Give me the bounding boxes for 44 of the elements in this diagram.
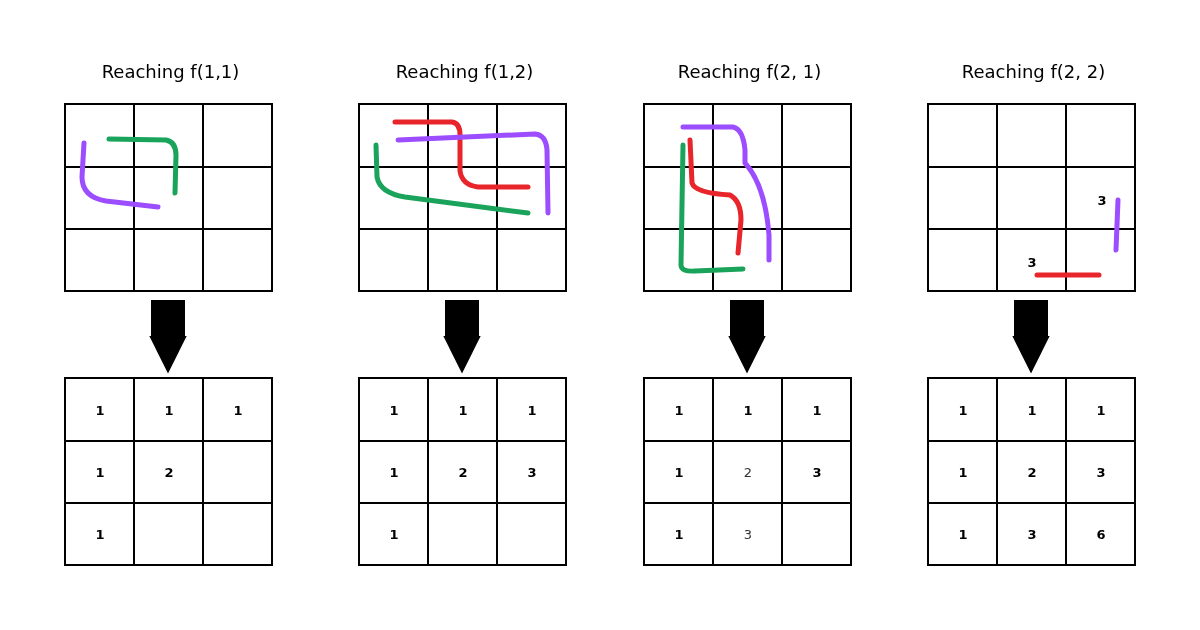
cell-value: 2	[458, 464, 468, 480]
cell-value: 3	[1096, 464, 1106, 480]
cell-value: 1	[389, 526, 399, 542]
cell-value: 1	[164, 402, 174, 418]
cell-value: 3	[1027, 526, 1037, 542]
cell-value: 2	[1027, 464, 1037, 480]
panel-title: Reaching f(2, 2)	[960, 61, 1107, 82]
cell-value: 1	[389, 464, 399, 480]
panel-title: Reaching f(1,2)	[394, 61, 535, 82]
down-arrow	[149, 300, 187, 374]
cell-value: 1	[674, 464, 684, 480]
grid	[358, 377, 567, 566]
cell-value: 1	[812, 402, 822, 418]
cell-value: 3	[527, 464, 537, 480]
down-arrow	[728, 300, 766, 374]
cell-value: 1	[743, 402, 753, 418]
panel-title: Reaching f(2, 1)	[676, 61, 823, 82]
cell-value: 1	[1027, 402, 1037, 418]
cell-value: 6	[1096, 526, 1106, 542]
cell-value: 1	[1096, 402, 1106, 418]
down-arrow	[1012, 300, 1050, 374]
cell-value: 1	[95, 526, 105, 542]
cell-value: 1	[389, 402, 399, 418]
path-count: 3	[1027, 254, 1037, 270]
cell-value: 1	[674, 402, 684, 418]
cell-value: 1	[958, 402, 968, 418]
cell-value: 1	[958, 526, 968, 542]
cell-value: 3	[812, 464, 822, 480]
grid	[643, 377, 852, 566]
path-count: 3	[1097, 192, 1107, 208]
cell-value: 2	[164, 464, 174, 480]
cell-value: 1	[95, 464, 105, 480]
cell-value: 2	[743, 464, 753, 480]
panel-title: Reaching f(1,1)	[100, 61, 241, 82]
cell-value: 1	[95, 402, 105, 418]
cell-value: 1	[458, 402, 468, 418]
cell-value: 3	[743, 526, 753, 542]
down-arrow	[443, 300, 481, 374]
cell-value: 1	[674, 526, 684, 542]
grid	[927, 377, 1136, 566]
grid	[64, 377, 273, 566]
cell-value: 1	[527, 402, 537, 418]
cell-value: 1	[233, 402, 243, 418]
cell-value: 1	[958, 464, 968, 480]
